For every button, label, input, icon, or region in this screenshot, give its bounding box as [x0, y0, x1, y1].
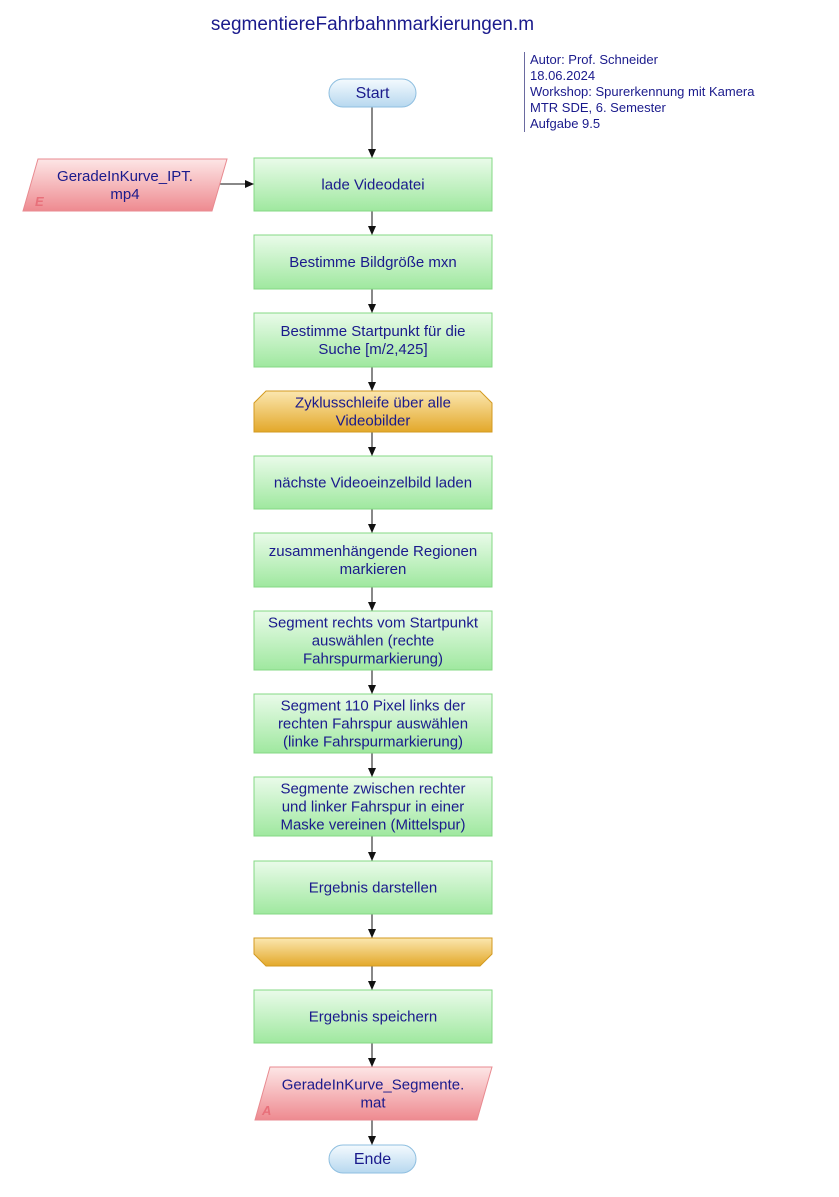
label-line: Ergebnis darstellen: [309, 880, 437, 897]
label-line: Segmente zwischen rechter: [280, 781, 465, 798]
label-line: auswählen (rechte: [312, 633, 435, 650]
label-line: Segment 110 Pixel links der: [281, 698, 466, 715]
metadata-block: Autor: Prof. Schneider 18.06.2024 Worksh…: [524, 52, 754, 132]
label-line: nächste Videoeinzelbild laden: [274, 475, 472, 492]
input-label: GeradeInKurve_IPT.mp4: [57, 168, 193, 203]
meta-date: 18.06.2024: [530, 68, 596, 83]
label-line: GeradeInKurve_IPT.: [57, 168, 193, 185]
process-load-video: lade Videodatei: [253, 157, 493, 212]
label-line: Start: [356, 85, 390, 102]
label-line: Segment rechts vom Startpunkt: [268, 615, 479, 632]
label-line: lade Videodatei: [321, 177, 424, 194]
next-frame-label: nächste Videoeinzelbild laden: [274, 475, 472, 492]
process-show-result: Ergebnis darstellen: [253, 860, 493, 915]
input-file: E GeradeInKurve_IPT.mp4: [22, 158, 228, 212]
label-line: Ergebnis speichern: [309, 1009, 437, 1026]
meta-author: Autor: Prof. Schneider: [530, 52, 658, 67]
process-next-frame: nächste Videoeinzelbild laden: [253, 455, 493, 510]
label-line: markieren: [340, 561, 407, 578]
output-file: A GeradeInKurve_Segmente.mat: [254, 1066, 493, 1121]
load-video-label: lade Videodatei: [321, 177, 424, 194]
label-line: Ende: [354, 1151, 391, 1168]
meta-workshop: Workshop: Spurerkennung mit Kamera: [530, 84, 755, 99]
output-label: GeradeInKurve_Segmente.mat: [282, 1077, 465, 1112]
process-image-size: Bestimme Bildgröße mxn: [253, 234, 493, 290]
label-line: zusammenhängende Regionen: [269, 543, 477, 560]
start-terminal: Start: [328, 78, 417, 108]
label-line: Maske vereinen (Mittelspur): [280, 817, 465, 834]
label-line: mat: [360, 1095, 386, 1112]
label-line: Videobilder: [336, 413, 411, 430]
label-line: Fahrspurmarkierung): [303, 651, 443, 668]
meta-course: MTR SDE, 6. Semester: [530, 100, 666, 115]
label-line: rechten Fahrspur auswählen: [278, 716, 468, 733]
connectors: [216, 107, 376, 1145]
start-label: Start: [356, 85, 390, 102]
output-tag: A: [261, 1103, 271, 1118]
show-result-label: Ergebnis darstellen: [309, 880, 437, 897]
image-size-label: Bestimme Bildgröße mxn: [289, 254, 457, 271]
label-line: Zyklusschleife über alle: [295, 395, 451, 412]
input-tag: E: [35, 194, 44, 209]
save-result-label: Ergebnis speichern: [309, 1009, 437, 1026]
diagram-title: segmentiereFahrbahnmarkierungen.m: [210, 14, 535, 35]
label-line: mp4: [110, 186, 139, 203]
end-terminal: Ende: [328, 1144, 417, 1174]
meta-task: Aufgabe 9.5: [530, 116, 601, 131]
loop-end: [253, 937, 493, 967]
label-line: (linke Fahrspurmarkierung): [283, 734, 463, 751]
label-line: Bestimme Bildgröße mxn: [289, 254, 457, 271]
label-line: Bestimme Startpunkt für die: [280, 323, 465, 340]
label-line: GeradeInKurve_Segmente.: [282, 1077, 465, 1094]
process-save-result: Ergebnis speichern: [253, 989, 493, 1044]
label-line: und linker Fahrspur in einer: [282, 799, 465, 816]
label-line: Suche [m/2,425]: [318, 341, 427, 358]
end-label: Ende: [354, 1151, 391, 1168]
